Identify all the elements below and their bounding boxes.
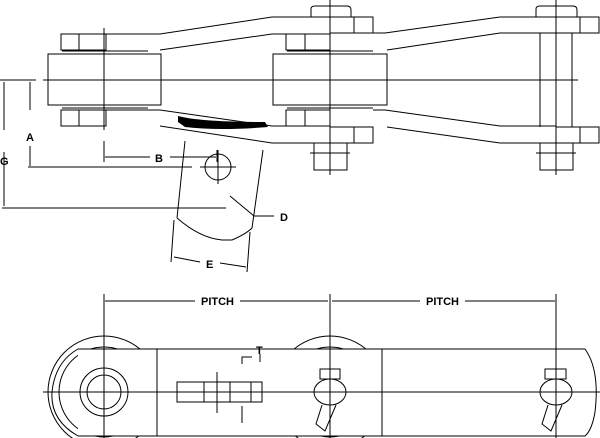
roller [47, 53, 162, 106]
label-a: A [26, 132, 34, 144]
slot [176, 381, 263, 403]
weld [178, 116, 268, 129]
cotter-pin [313, 368, 347, 432]
plan-view: PITCH PITCH T [43, 294, 600, 438]
side-view: A G B D E [0, 0, 600, 273]
link-plate [51, 348, 597, 437]
label-pitch-1: PITCH [201, 296, 234, 308]
roller [272, 53, 388, 106]
label-e: E [206, 259, 213, 271]
label-d: D [280, 212, 288, 224]
label-pitch-2: PITCH [426, 296, 459, 308]
nut [539, 142, 574, 171]
nut [313, 142, 348, 171]
label-b: B [155, 153, 163, 165]
cotter-pin [539, 368, 573, 432]
label-t: T [256, 345, 263, 357]
label-g: G [0, 156, 9, 168]
